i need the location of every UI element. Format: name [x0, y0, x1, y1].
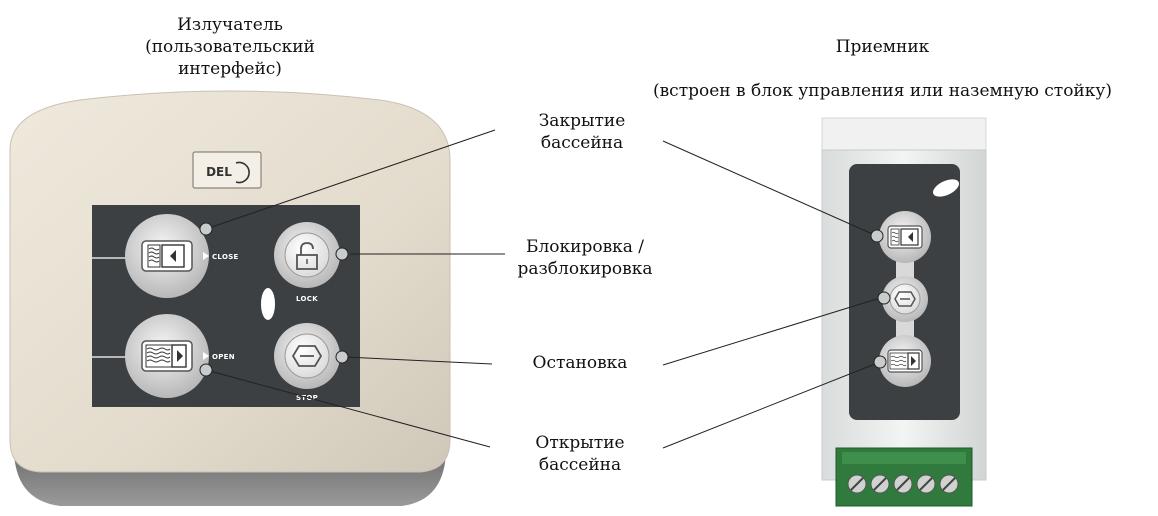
receiver-open-button[interactable]	[879, 335, 931, 387]
receiver-caption: Приемник (встроен в блок управления или …	[620, 14, 1145, 124]
transmitter-open-button[interactable]: OPEN	[125, 314, 235, 398]
receiver-device	[821, 117, 987, 507]
stop-icon	[291, 345, 323, 367]
stop-icon	[894, 291, 916, 307]
callout-lock: Блокировка / разблокировка	[517, 237, 653, 279]
receiver-close-button[interactable]	[879, 211, 931, 263]
receiver-title: Приемник	[835, 37, 930, 57]
lock-icon	[296, 242, 318, 270]
transmitter-device: DEL CLOSE	[9, 90, 451, 506]
callout-lines	[199, 129, 891, 449]
close-pool-icon	[147, 244, 185, 268]
stop-label: STOP	[296, 394, 318, 402]
svg-text:DEL: DEL	[206, 165, 232, 179]
lock-label: LOCK	[296, 295, 318, 303]
receiver-subtitle: (встроен в блок управления или наземную …	[652, 81, 1113, 101]
callout-stop: Остановка	[532, 353, 628, 373]
terminal-block	[835, 447, 973, 507]
transmitter-caption: Излучатель (пользовательский интерфейс)	[145, 15, 315, 79]
callout-close: Закрытие бассейна	[538, 111, 626, 153]
transmitter-lock-button[interactable]: LOCK	[274, 222, 340, 303]
open-pool-icon	[145, 344, 187, 368]
receiver-led	[932, 179, 960, 197]
receiver-stop-button[interactable]	[882, 276, 928, 322]
open-label: OPEN	[212, 353, 235, 361]
callout-open: Открытие бассейна	[535, 433, 625, 475]
close-label: CLOSE	[212, 253, 239, 261]
transmitter-close-button[interactable]: CLOSE	[125, 214, 239, 298]
indicator-led	[261, 288, 275, 320]
del-logo: DEL	[192, 151, 262, 189]
transmitter-stop-button[interactable]: STOP	[274, 323, 340, 402]
close-pool-icon	[890, 228, 919, 246]
open-pool-icon	[889, 352, 920, 370]
